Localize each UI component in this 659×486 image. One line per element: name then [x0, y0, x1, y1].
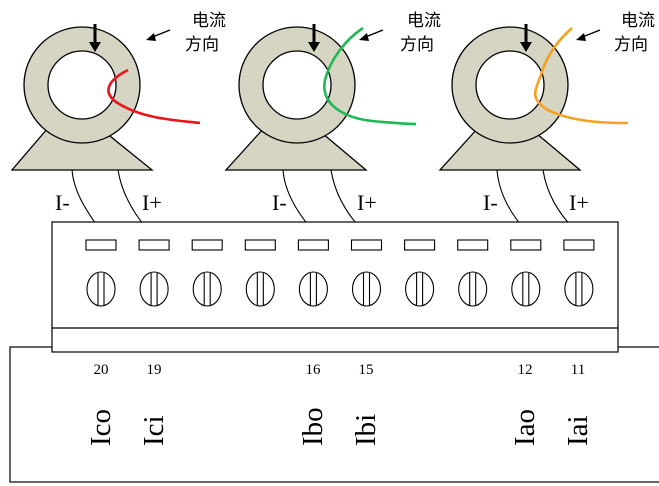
lead-label-plus: I+ — [142, 190, 162, 215]
terminal-slot — [404, 239, 436, 251]
lead-label-minus: I- — [272, 190, 287, 215]
terminal-slots — [85, 239, 595, 251]
direction-arrow-icon-head — [576, 33, 586, 41]
arrow-down-icon-head — [520, 42, 532, 52]
terminal-screw-icon — [511, 271, 541, 307]
direction-arrow-icon-head — [146, 33, 156, 41]
terminal-slot — [457, 239, 489, 251]
terminal-slot — [510, 239, 542, 251]
ct-window — [262, 50, 332, 120]
terminal-screw-icon — [564, 271, 594, 307]
terminal-number: 11 — [571, 362, 585, 378]
channel-label: Ibi — [350, 414, 382, 446]
primary-conductor — [533, 27, 629, 125]
current-transformer-3: 电流 方向 I- I+ — [438, 11, 655, 231]
channel-label: Iai — [562, 415, 594, 446]
terminal-screws — [86, 271, 594, 307]
lead-label-minus: I- — [55, 190, 70, 215]
lead-label-plus: I+ — [357, 190, 377, 215]
terminal-block — [51, 221, 619, 353]
lead-wire-minus — [496, 169, 526, 231]
terminal-number: 20 — [94, 362, 109, 378]
terminal-screw-icon — [86, 271, 116, 307]
terminal-slot — [85, 239, 117, 251]
channel-label: Ici — [138, 415, 170, 446]
terminal-slot — [138, 239, 170, 251]
terminal-number: 12 — [518, 362, 533, 378]
terminal-number: 16 — [306, 362, 322, 378]
ct-window — [475, 50, 545, 120]
direction-label-line2: 方向 — [614, 35, 648, 55]
terminal-slot — [297, 239, 329, 251]
channel-label: Ibo — [297, 407, 329, 446]
terminal-screw-icon — [458, 271, 488, 307]
lead-wire-minus — [71, 169, 101, 231]
direction-label-line2: 方向 — [185, 35, 219, 55]
current-transformer-2: 电流 方向 I- I+ — [224, 11, 441, 231]
direction-arrow-icon-head — [359, 33, 369, 41]
arrow-down-icon-head — [89, 42, 101, 52]
terminal-number: 15 — [359, 362, 374, 378]
arrow-down-icon-head — [308, 42, 320, 52]
terminal-screw-icon — [405, 271, 435, 307]
device-housing — [9, 346, 659, 483]
channel-label: Iao — [509, 409, 541, 446]
primary-conductor — [323, 26, 417, 126]
direction-label-line1: 电流 — [407, 11, 441, 31]
direction-label-line1: 电流 — [621, 11, 655, 31]
current-transformer-1: 电流 方向 I- I+ — [10, 11, 226, 231]
terminal-screw-icon — [245, 271, 275, 307]
terminal-number: 19 — [147, 362, 162, 378]
direction-label-line2: 方向 — [400, 35, 434, 55]
channel-label: Ico — [85, 409, 117, 446]
terminal-screw-icon — [298, 271, 328, 307]
primary-conductor — [107, 68, 201, 125]
terminal-slot — [191, 239, 223, 251]
terminal-slot — [563, 239, 595, 251]
terminal-slot — [350, 239, 383, 251]
lead-label-plus: I+ — [569, 190, 589, 215]
channel-labels: Ico Ici Ibo Ibi Iao Iai — [85, 407, 594, 446]
ct-window — [47, 50, 117, 120]
terminal-screw-icon — [139, 271, 169, 307]
terminal-slot — [244, 239, 276, 251]
terminal-screw-icon — [192, 271, 222, 307]
lead-label-minus: I- — [483, 190, 498, 215]
lead-wire-minus — [282, 169, 313, 231]
terminal-screw-icon — [351, 271, 382, 307]
direction-label-line1: 电流 — [192, 11, 226, 31]
terminal-numbers: 20 19 16 15 12 11 — [94, 362, 586, 378]
